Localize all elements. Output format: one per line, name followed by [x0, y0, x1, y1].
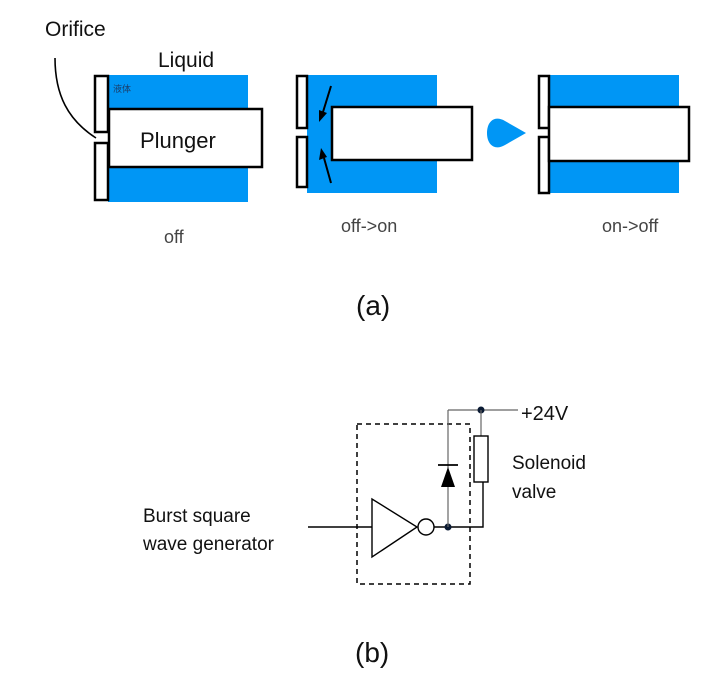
- inflow-arrow-lower: [319, 148, 332, 184]
- inverter-triangle: [371, 497, 419, 559]
- inflow-arrow-upper: [319, 85, 332, 122]
- plunger: [547, 105, 691, 163]
- state-off-on-label: off->on: [341, 216, 397, 236]
- solenoid-valve-symbol: [473, 435, 489, 483]
- state-off-diagram: Orifice Liquid 液体 Plunger off: [45, 18, 264, 247]
- solenoid-label-line2: valve: [512, 482, 556, 503]
- panel-b: Burst square wave generator +24V Solenoi…: [142, 403, 586, 668]
- orifice-plate-upper: [93, 74, 110, 134]
- plunger: [107, 107, 264, 169]
- generator-label-line1: Burst square: [143, 506, 251, 527]
- plunger: [330, 105, 474, 162]
- solenoid-label-line1: Solenoid: [512, 453, 586, 474]
- orifice-plate-lower: [295, 135, 309, 189]
- orifice-plate-lower: [93, 141, 110, 202]
- liquid-jp-label: 液体: [113, 83, 131, 94]
- droplet-icon: [487, 118, 526, 148]
- inverter-bubble: [417, 518, 435, 536]
- panel-a: Orifice Liquid 液体 Plunger off off->on: [45, 18, 691, 321]
- orifice-plate-upper: [295, 74, 309, 130]
- plunger-label: Plunger: [140, 128, 216, 153]
- generator-label-line2: wave generator: [142, 534, 275, 555]
- orifice-leader-line: [54, 57, 97, 139]
- panel-a-caption: (a): [356, 290, 390, 321]
- state-off-on-diagram: off->on: [295, 74, 474, 236]
- state-off-label: off: [164, 227, 185, 247]
- diode-triangle: [441, 467, 455, 487]
- liquid-label: Liquid: [158, 49, 214, 72]
- supply-voltage-label: +24V: [521, 403, 569, 425]
- driver-boundary-box: [356, 423, 471, 585]
- output-wire: [434, 482, 484, 528]
- state-on-off-diagram: on->off: [487, 74, 691, 236]
- orifice-plate-upper: [537, 74, 551, 130]
- orifice-plate-lower: [537, 135, 551, 195]
- panel-b-caption: (b): [355, 637, 389, 668]
- state-on-off-label: on->off: [602, 216, 659, 236]
- orifice-label: Orifice: [45, 18, 106, 41]
